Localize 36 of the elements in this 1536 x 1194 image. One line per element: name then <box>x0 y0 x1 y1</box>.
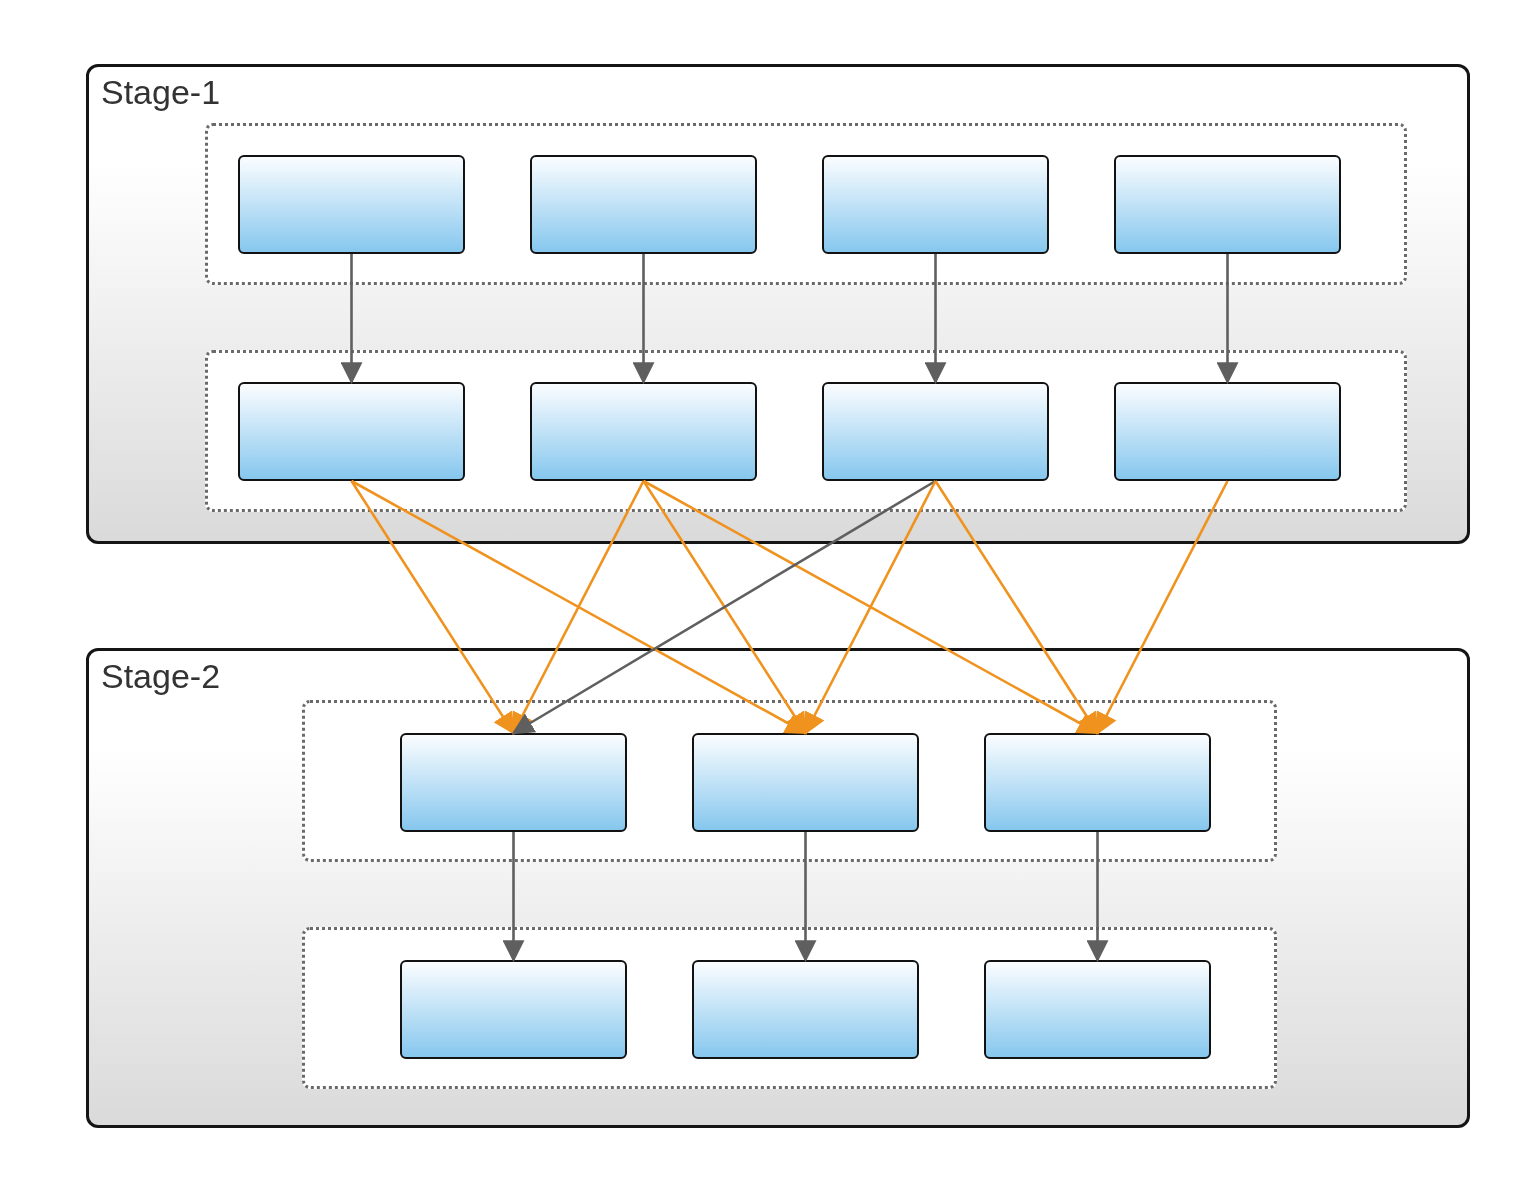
process-box <box>400 733 627 832</box>
process-box <box>692 960 919 1059</box>
process-box <box>530 155 757 254</box>
process-box <box>400 960 627 1059</box>
arrow <box>1216 254 1239 385</box>
process-box <box>692 733 919 832</box>
arrow <box>350 480 515 735</box>
stage-panel <box>86 64 1470 544</box>
process-box <box>984 960 1211 1059</box>
arrow <box>632 254 655 385</box>
panel-title: Stage-1 <box>101 73 221 112</box>
process-box <box>822 382 1049 481</box>
dotted-group <box>302 700 1277 862</box>
arrow <box>924 254 947 385</box>
arrow <box>1096 480 1229 735</box>
panel-title: Stage-2 <box>101 657 221 696</box>
arrow <box>502 832 525 963</box>
arrow <box>794 832 817 963</box>
process-box <box>530 382 757 481</box>
process-box <box>822 155 1049 254</box>
process-box <box>1114 382 1341 481</box>
arrow <box>512 480 645 735</box>
stage-panel <box>86 648 1470 1128</box>
dotted-group <box>205 350 1407 512</box>
dotted-group <box>302 927 1277 1089</box>
process-box <box>238 382 465 481</box>
process-box <box>1114 155 1341 254</box>
arrow <box>511 479 937 735</box>
dotted-group <box>205 123 1407 285</box>
arrow <box>1086 832 1109 963</box>
arrow <box>340 254 363 385</box>
arrow <box>934 480 1099 735</box>
arrow <box>642 480 807 735</box>
process-box <box>238 155 465 254</box>
process-box <box>984 733 1211 832</box>
arrow <box>804 480 937 735</box>
